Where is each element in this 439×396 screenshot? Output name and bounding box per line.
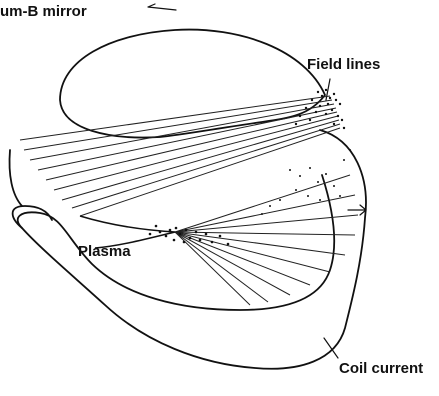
coil-current-label: Coil current [339, 361, 423, 376]
coil-arrow [348, 205, 366, 215]
field-lines-lower [175, 175, 358, 305]
field-lines-upper [20, 96, 340, 216]
plasma-label: Plasma [78, 244, 131, 259]
title-label: um-B mirror [0, 4, 87, 19]
stipple-top [295, 89, 345, 129]
field-lines-label: Field lines [307, 57, 380, 72]
left-edge [10, 150, 23, 206]
top-arrow [148, 4, 176, 10]
upper-coil-lobe [60, 30, 325, 138]
lower-coil-body [18, 130, 366, 369]
